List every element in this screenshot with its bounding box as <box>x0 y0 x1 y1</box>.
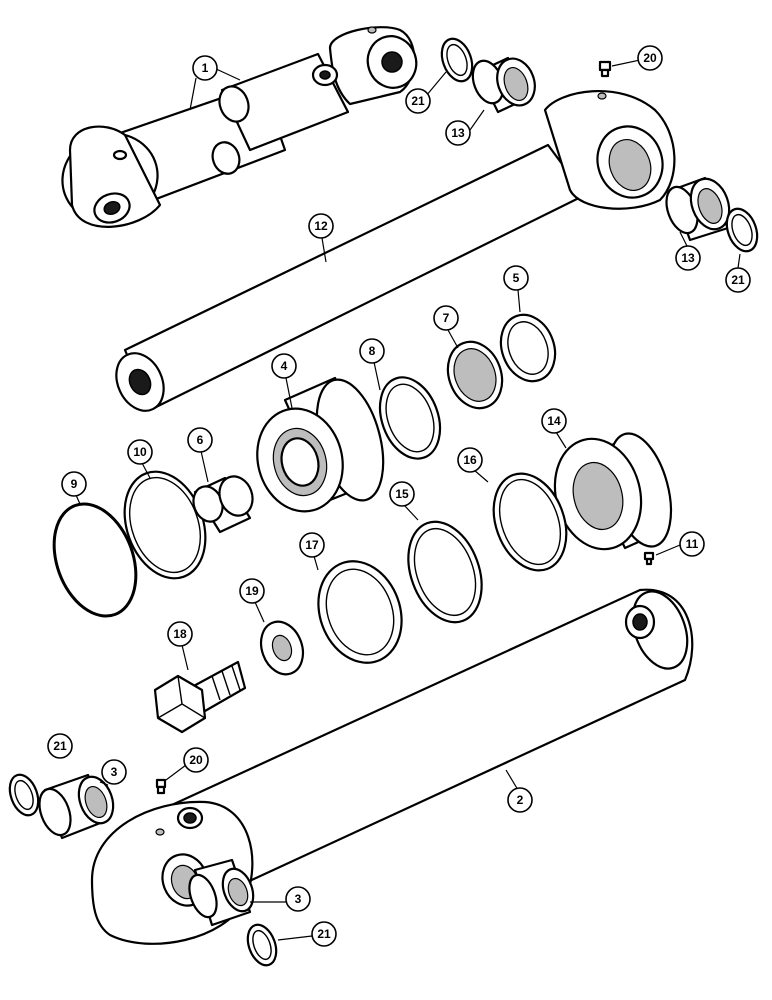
part-spacer <box>192 475 254 534</box>
part-bolt <box>153 660 247 734</box>
svg-text:21: 21 <box>411 94 425 108</box>
part-seal-ring-bottom-left <box>8 773 40 817</box>
part-washer <box>259 620 305 676</box>
callout-16: 16 <box>457 447 483 473</box>
callout-18: 18 <box>167 621 193 647</box>
callout-1: 1 <box>192 55 218 81</box>
part-bushing-bottom-center <box>188 858 255 927</box>
svg-text:2: 2 <box>517 793 524 807</box>
callout-4: 4 <box>271 353 297 379</box>
svg-text:21: 21 <box>731 273 745 287</box>
callout-13: 13 <box>675 245 701 271</box>
svg-text:17: 17 <box>305 538 319 552</box>
svg-text:10: 10 <box>133 445 147 459</box>
callout-20: 20 <box>183 747 209 773</box>
part-piston <box>256 376 385 513</box>
svg-text:1: 1 <box>202 61 209 75</box>
callout-10: 10 <box>127 439 153 465</box>
svg-text:15: 15 <box>395 487 409 501</box>
callout-2: 2 <box>507 787 533 813</box>
callout-19: 19 <box>239 578 265 604</box>
svg-text:9: 9 <box>71 477 78 491</box>
callout-17: 17 <box>299 532 325 558</box>
svg-text:6: 6 <box>197 433 204 447</box>
svg-text:3: 3 <box>295 892 302 906</box>
svg-text:21: 21 <box>317 927 331 941</box>
svg-text:20: 20 <box>189 753 203 767</box>
part-seal-ring-bottom-center <box>246 923 278 967</box>
svg-text:14: 14 <box>547 414 561 428</box>
callout-12: 12 <box>308 213 334 239</box>
callout-21: 21 <box>311 921 337 947</box>
callout-6: 6 <box>187 427 213 453</box>
part-bleed-screw <box>643 551 655 566</box>
part-bushing-bottom-left <box>38 773 115 840</box>
part-seal-rings <box>52 313 568 664</box>
svg-text:20: 20 <box>643 51 657 65</box>
part-piston-rod <box>115 90 676 412</box>
svg-text:12: 12 <box>314 219 328 233</box>
callout-3: 3 <box>285 886 311 912</box>
callout-3: 3 <box>101 759 127 785</box>
part-grease-fitting-bottom <box>155 778 167 795</box>
callout-13: 13 <box>445 120 471 146</box>
part-seal-ring-top <box>440 37 474 83</box>
part-bushing-right <box>665 176 731 242</box>
svg-text:7: 7 <box>443 311 450 325</box>
svg-text:8: 8 <box>369 344 376 358</box>
callouts: 1 20 21 13 12 13 21 5 7 8 4 14 16 15 6 1… <box>47 45 751 947</box>
svg-text:19: 19 <box>245 584 259 598</box>
callout-8: 8 <box>359 338 385 364</box>
callout-9: 9 <box>61 471 87 497</box>
part-piston-gland <box>553 432 673 551</box>
svg-text:4: 4 <box>281 359 288 373</box>
part-grease-fitting-top <box>598 60 612 78</box>
part-bushing-top <box>471 56 536 114</box>
callout-14: 14 <box>541 408 567 434</box>
svg-text:18: 18 <box>173 627 187 641</box>
svg-text:16: 16 <box>463 453 477 467</box>
callout-5: 5 <box>503 265 529 291</box>
svg-text:5: 5 <box>513 271 520 285</box>
svg-text:21: 21 <box>53 739 67 753</box>
svg-text:13: 13 <box>451 126 465 140</box>
callout-15: 15 <box>389 481 415 507</box>
callout-20: 20 <box>637 45 663 71</box>
callout-11: 11 <box>679 531 705 557</box>
svg-text:11: 11 <box>686 537 699 551</box>
leader-lines <box>75 59 741 941</box>
part-cylinder-assembly <box>61 26 418 228</box>
callout-21: 21 <box>47 733 73 759</box>
callout-7: 7 <box>433 305 459 331</box>
svg-text:3: 3 <box>111 765 118 779</box>
callout-21: 21 <box>405 88 431 114</box>
callout-21: 21 <box>725 267 751 293</box>
part-seal-ring-right <box>725 207 759 253</box>
svg-text:13: 13 <box>681 251 695 265</box>
